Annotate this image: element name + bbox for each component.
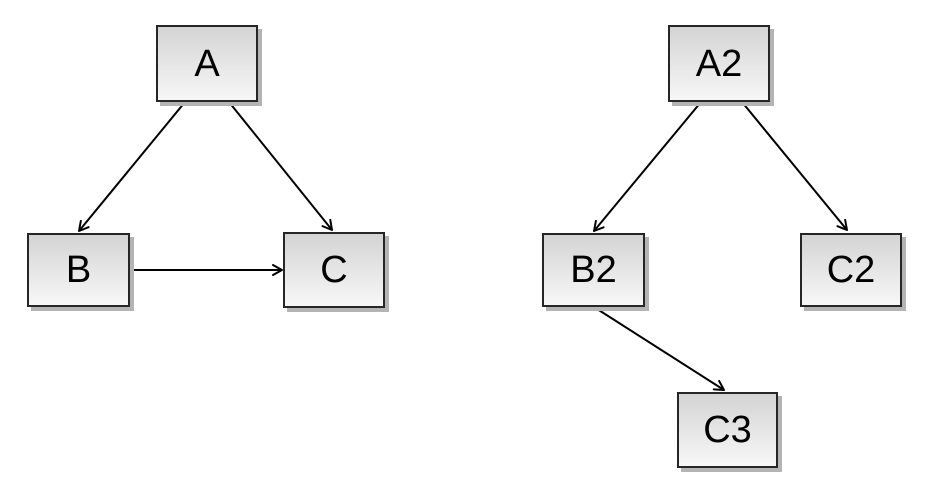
node-B: B (27, 233, 130, 307)
node-A: A (156, 25, 258, 102)
edge-A-C (228, 101, 333, 231)
edge-A-B (78, 101, 186, 232)
node-A2: A2 (668, 25, 770, 102)
edge-B2-C3 (593, 306, 725, 391)
node-label: B2 (570, 249, 617, 291)
node-B2: B2 (542, 233, 645, 307)
node-label: A (194, 42, 220, 85)
node-C: C (283, 232, 385, 308)
node-label: A2 (695, 42, 743, 85)
node-C2: C2 (800, 233, 902, 307)
edge-group (78, 101, 848, 391)
edge-A2-C2 (741, 101, 848, 231)
node-label: C (320, 249, 348, 291)
node-C3: C3 (677, 392, 778, 468)
node-label: C3 (703, 409, 752, 451)
node-label: C2 (826, 249, 876, 291)
edge-A2-B2 (593, 101, 702, 232)
node-label: B (65, 249, 92, 291)
